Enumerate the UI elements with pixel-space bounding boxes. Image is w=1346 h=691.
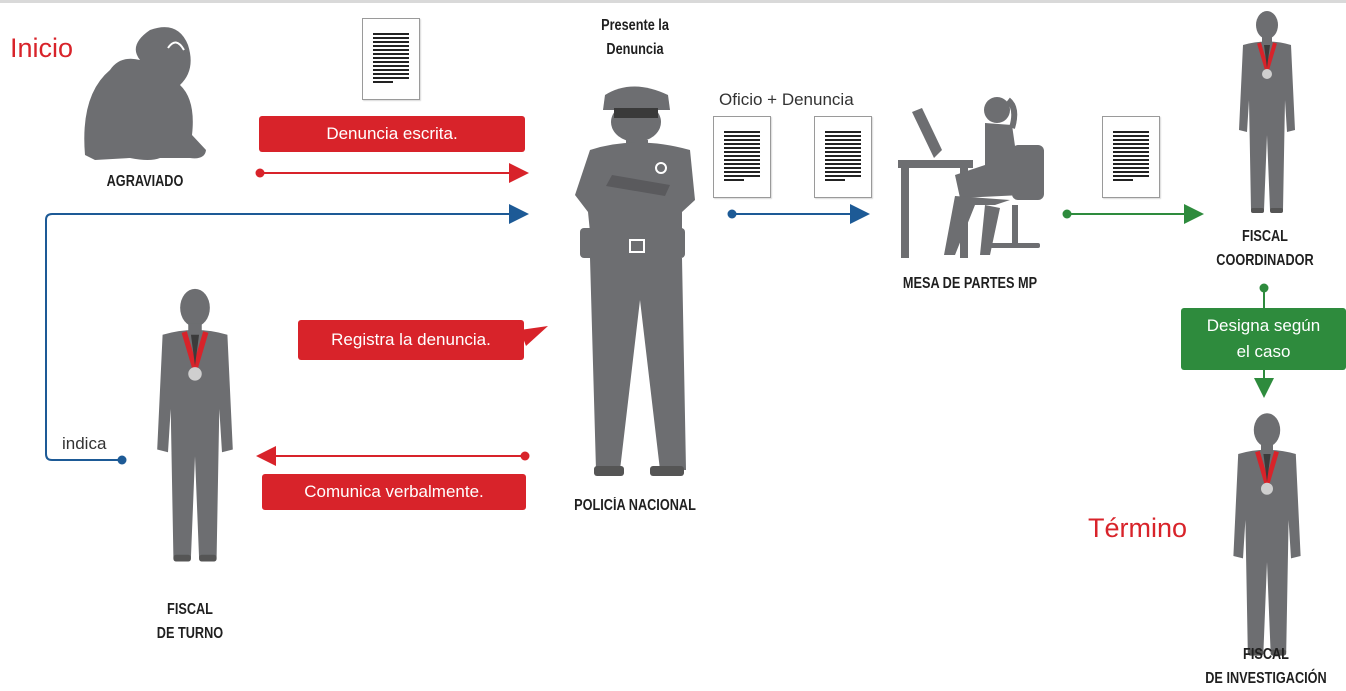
callout-designa: Designa según el caso — [1181, 308, 1346, 370]
policia-figure — [575, 86, 695, 476]
presente-denuncia-label: Presente la Denuncia — [601, 17, 669, 58]
fiscal-turno-label: FISCAL DE TURNO — [156, 601, 224, 642]
indica-label: indica — [62, 434, 107, 453]
arrow-start-dot — [255, 168, 265, 178]
agraviado-figure — [84, 27, 206, 161]
callout-comunica: Comunica verbalmente. — [262, 474, 526, 510]
mesa-label: MESA DE PARTES MP — [902, 275, 1038, 292]
fiscal-coordinador-label: FISCAL COORDINADOR — [1216, 228, 1314, 269]
arrow-start-dot — [1062, 209, 1072, 219]
oficio-label: Oficio + Denuncia — [719, 90, 854, 109]
document-icon — [713, 116, 771, 198]
policia-label: POLICÍA NACIONAL — [574, 497, 696, 514]
arrow-start-dot — [1259, 283, 1269, 293]
end-label: Término — [1088, 513, 1188, 543]
fiscal-investigacion-label: FISCAL DE INVESTIGACIÓN — [1205, 646, 1327, 687]
fiscal-investigacion-figure — [1233, 413, 1300, 655]
arrow-start-dot — [117, 455, 127, 465]
document-icon — [362, 18, 420, 100]
start-label: Inicio — [10, 33, 74, 63]
arrow-indica — [45, 204, 529, 461]
document-icon — [814, 116, 872, 198]
arrow-start-dot — [727, 209, 737, 219]
agraviado-label: AGRAVIADO — [106, 173, 184, 190]
fiscal-coordinador-figure — [1237, 9, 1297, 215]
callout-denuncia-escrita: Denuncia escrita. — [259, 116, 525, 152]
top-rule — [0, 0, 1346, 3]
arrow-start-dot — [520, 451, 530, 461]
mesa-figure — [898, 97, 1044, 258]
callout-tail — [520, 326, 548, 346]
fiscal-turno-figure — [157, 289, 233, 562]
callout-registra: Registra la denuncia. — [298, 320, 524, 360]
document-icon — [1102, 116, 1160, 198]
